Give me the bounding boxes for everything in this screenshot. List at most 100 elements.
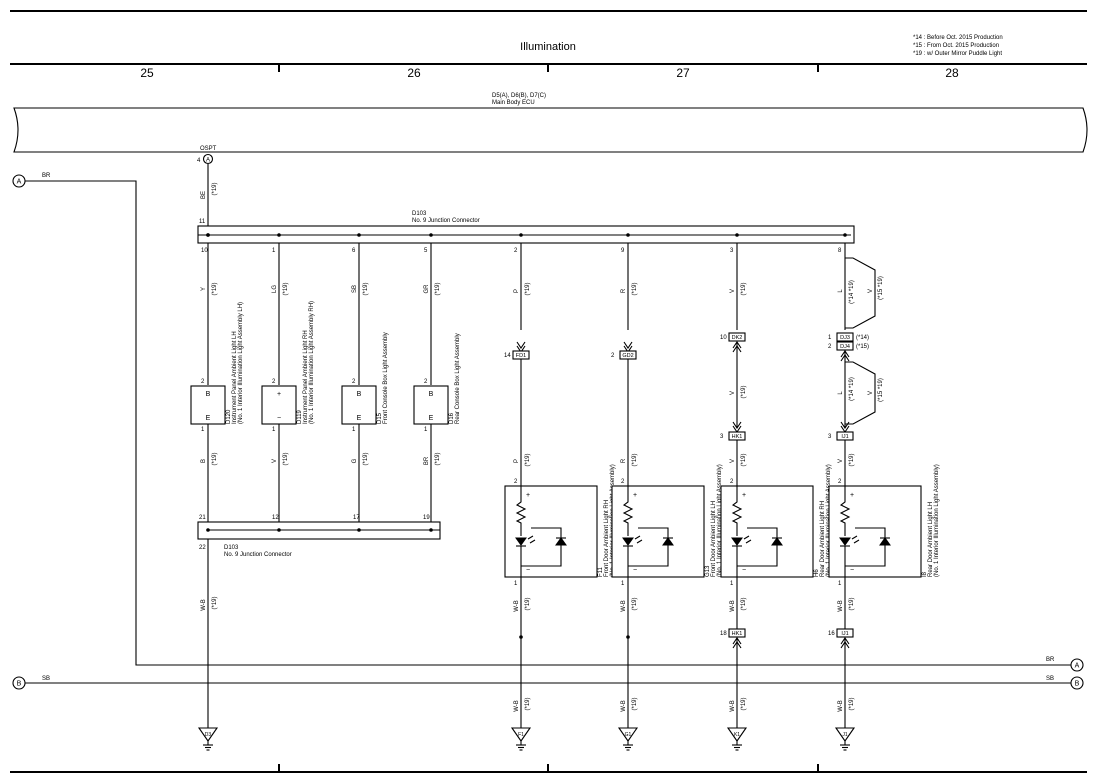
light-h6-name: Rear Door Ambient Light RH — [820, 501, 826, 577]
light-d119-in-wire-note: (*19) — [283, 282, 289, 295]
light-i8-name: Rear Door Ambient Light LH — [928, 502, 934, 577]
light-h6-body — [720, 485, 814, 578]
light-f11-conn-top-label: FD1 — [516, 353, 526, 359]
light-f11-plus-sym: + — [526, 492, 530, 499]
light-i8-conn-top2-note: (*15) — [856, 344, 869, 350]
light-h6-conn-mid-label: HK1 — [732, 434, 743, 440]
light-g13-lamp-wire-note: (*19) — [632, 453, 638, 466]
light-d119-bot-pin: 1 — [272, 427, 276, 433]
light-h6-conn-bot — [728, 628, 746, 638]
light-i8-conn-top-label: DJ3 — [840, 335, 850, 341]
light-d119-top-sym: + — [277, 391, 281, 398]
light-i8-ref: I8 — [922, 571, 928, 577]
junction-bottom-pin-22: 22 — [199, 545, 206, 551]
light-d16-out-wire-color: BR — [424, 456, 430, 465]
light-i8-alt-wire-mid — [845, 361, 876, 425]
junction-top-input-pin: 11 — [199, 219, 206, 225]
light-d120-ref: D120 — [226, 409, 232, 424]
light-h6-mid-wire-note: (*19) — [741, 385, 747, 398]
junction-bottom-pin-19: 19 — [423, 515, 430, 521]
light-i8-body — [828, 485, 922, 578]
svg-text:B: B — [1075, 681, 1080, 688]
ecu-pin-name: OSPT — [200, 146, 217, 152]
light-f11-sensor-loop — [521, 527, 562, 567]
light-i8-conn-top — [836, 332, 854, 342]
light-g13-out-wire-note: (*19) — [632, 597, 638, 610]
junction-top-input-dot — [206, 233, 210, 237]
light-h6-minus-sym: − — [742, 567, 746, 574]
light-h6-ground-wire-note: (*19) — [741, 697, 747, 710]
light-d120-name: Instrument Panel Ambient Light LH — [232, 331, 238, 424]
light-i8-alt-wire-top-color: V — [868, 289, 874, 293]
light-d16-out-wire-note: (*19) — [435, 452, 441, 465]
light-h6-sensor-loop — [737, 527, 778, 567]
light-g13-led — [622, 537, 634, 546]
light-f11-out-wire-color: W-B — [514, 600, 520, 612]
light-f11-out-wire-note: (*19) — [525, 597, 531, 610]
light-h6-ref: H6 — [814, 569, 820, 577]
off-page-b-left: B SB — [12, 676, 50, 690]
wire-sb-right: SB — [1046, 676, 1054, 682]
light-g13-sensor-loop — [628, 527, 669, 567]
light-d120-in-wire-color: Y — [201, 287, 207, 291]
light-g13-led-rays — [634, 535, 643, 544]
light-d119-junction-dot — [277, 528, 281, 532]
light-g13-splice-dot — [626, 635, 630, 639]
junction-top-ref: D103 — [412, 211, 427, 217]
light-d16-in-wire-note: (*19) — [435, 282, 441, 295]
ground-g1 — [617, 727, 639, 742]
light-d15-junction-dot — [357, 528, 361, 532]
light-d15-out-wire-note: (*19) — [363, 452, 369, 465]
light-i8-lamp-wire-note: (*19) — [849, 453, 855, 466]
junction-bottom-name: No. 9 Junction Connector — [224, 552, 292, 558]
light-i8-conn-mid-label: IJ1 — [841, 434, 848, 440]
light-g13-conn-top-label: GD2 — [622, 353, 633, 359]
light-g13-sub: (No. 1 Interior Illumination Light Assem… — [717, 464, 723, 577]
light-i8-sensor-diode — [879, 537, 891, 546]
light-f11-led-rays — [527, 535, 536, 544]
light-f11-lamp-wire-color: P — [514, 459, 520, 463]
ground-j1 — [834, 727, 856, 742]
junction-top-pin-1: 1 — [272, 248, 276, 254]
wire-sb-left: SB — [42, 676, 50, 682]
light-i8-plus-sym: + — [850, 492, 854, 499]
ground-f1-label: F1 — [518, 732, 524, 738]
light-h6-sensor-diode — [771, 537, 783, 546]
junction-bottom-pin-12: 12 — [272, 515, 279, 521]
light-h6-top-pin: 2 — [730, 479, 734, 485]
light-h6-conn-bot-pin: 18 — [720, 631, 727, 637]
light-i8-bot-pin: 1 — [838, 581, 842, 587]
light-d15-top-sym: B — [357, 391, 362, 398]
off-page-a-right: A BR — [1046, 657, 1084, 672]
light-d15-bot-sym: E — [357, 415, 362, 422]
junction-top-dot-1 — [277, 233, 281, 237]
light-d120-body — [190, 385, 226, 425]
light-d120-out-wire-color: B — [201, 459, 207, 463]
light-d15-top-pin: 2 — [352, 379, 356, 385]
column-25: 25 — [140, 66, 154, 80]
junction-top-dot-3 — [735, 233, 739, 237]
light-g13-out-wire-color: W-B — [621, 600, 627, 612]
junction-top-pin-8: 8 — [838, 248, 842, 254]
off-page-a-left: A BR — [12, 173, 51, 188]
light-f11-splice-dot — [519, 635, 523, 639]
light-i8-conn-top2-label: DJ4 — [840, 344, 850, 350]
light-h6-conn-top-label: DK2 — [732, 335, 743, 341]
junction-bottom-pin-21: 21 — [199, 515, 206, 521]
wire-br-left: BR — [42, 173, 51, 179]
light-g13-resistor — [622, 486, 634, 536]
junction-top-name: No. 9 Junction Connector — [412, 218, 480, 224]
light-d16-top-pin: 2 — [424, 379, 428, 385]
light-f11-bot-pin: 1 — [514, 581, 518, 587]
light-d119-name: Instrument Panel Ambient Light RH — [303, 330, 309, 424]
light-f11-conn-top-pin: 14 — [504, 353, 511, 359]
light-d16-top-sym: B — [429, 391, 434, 398]
light-i8-conn-top-note: (*14) — [856, 335, 869, 341]
junction-top-dot-5 — [429, 233, 433, 237]
light-f11-ground-wire-note: (*19) — [525, 697, 531, 710]
junction-top-dot-6 — [357, 233, 361, 237]
light-i8-led-rays — [851, 535, 860, 544]
